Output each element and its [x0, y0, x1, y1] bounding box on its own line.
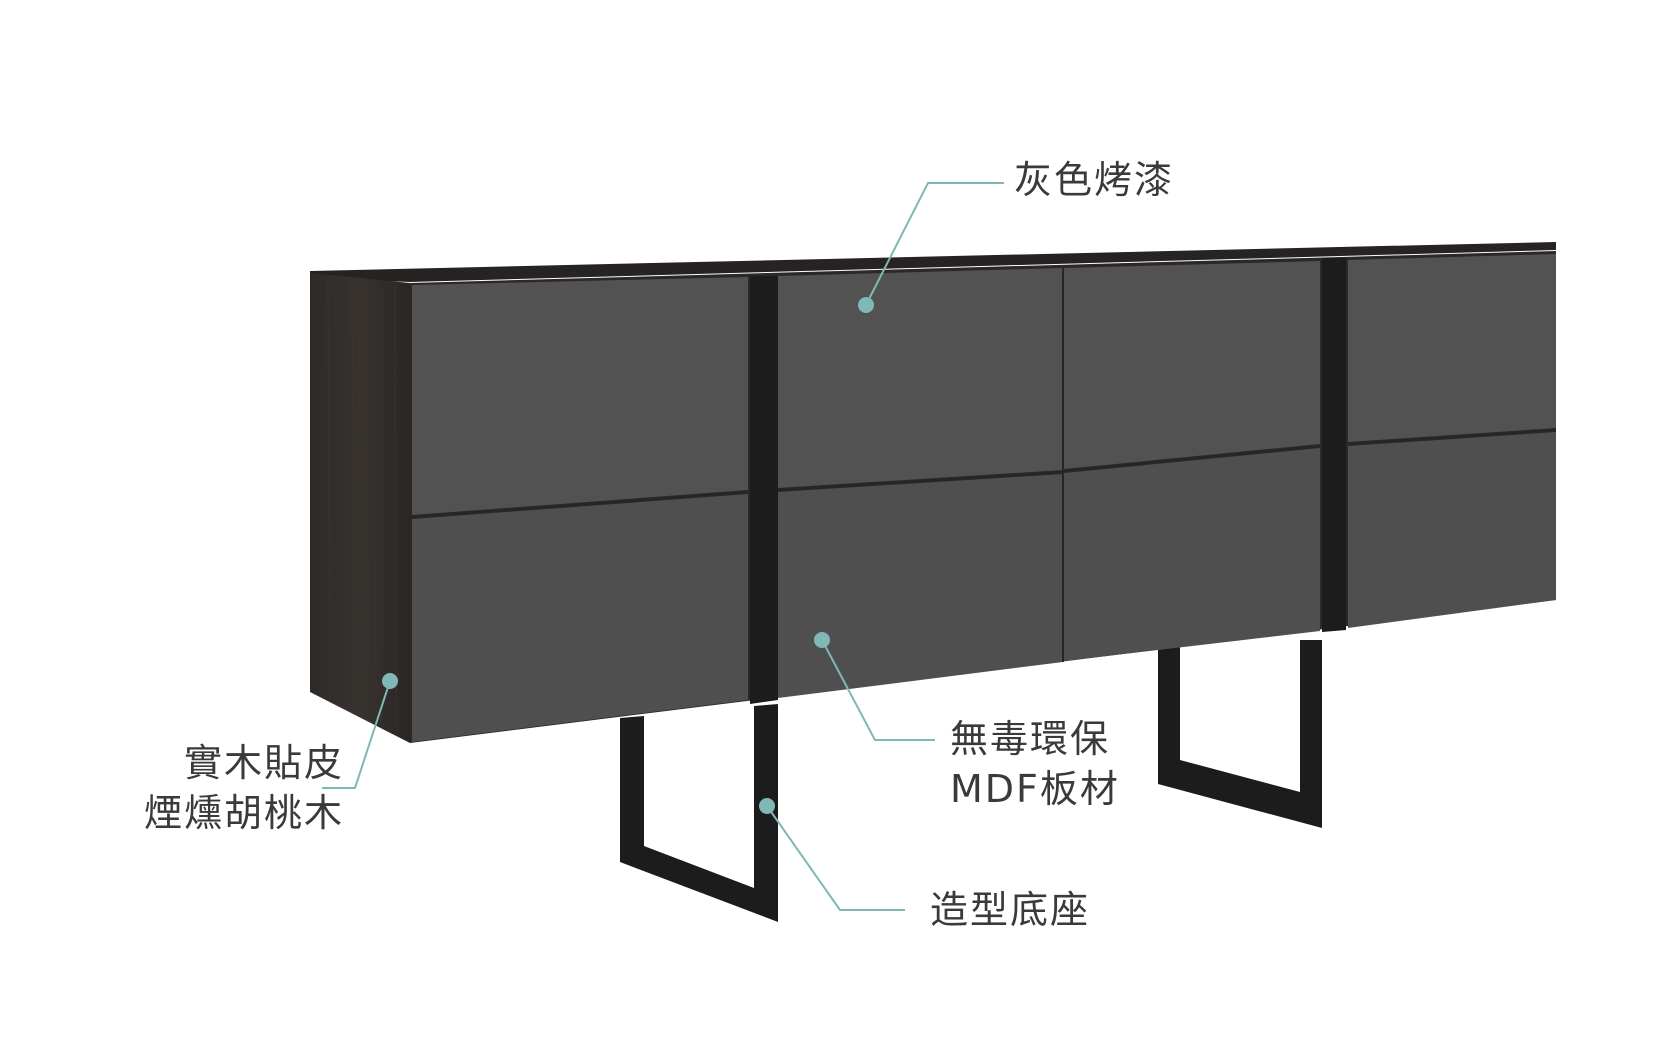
callout-side-veneer-line2: 煙燻胡桃木: [143, 791, 344, 835]
metal-straps: [750, 258, 1346, 704]
callout-side-veneer: 實木貼皮 煙燻胡桃木: [118, 738, 344, 838]
drawer-seams: [411, 268, 1557, 662]
callout-base: 造型底座: [930, 885, 1090, 935]
callout-side-veneer-line1: 實木貼皮: [183, 741, 344, 785]
leader-dots: [382, 297, 874, 814]
cabinet-top: [310, 242, 1556, 282]
drawer-row-upper: [412, 254, 1556, 515]
base-leg-left: [620, 704, 778, 922]
wood-grain: [327, 279, 397, 735]
callout-base-line1: 造型底座: [930, 888, 1091, 932]
leader-lines: [322, 182, 1004, 911]
callout-top-finish: 灰色烤漆: [1014, 155, 1174, 205]
callout-top-finish-line1: 灰色烤漆: [1014, 158, 1175, 202]
base-leg-right: [1158, 640, 1322, 828]
dot-base: [759, 798, 775, 814]
callout-board-material-line1: 無毒環保: [950, 717, 1111, 761]
dot-top-finish: [858, 297, 874, 313]
dot-side-veneer: [382, 673, 398, 689]
callout-board-material-line2: MDF板材: [950, 767, 1120, 811]
drawer-row-lower: [412, 432, 1556, 742]
dot-board-material: [814, 632, 830, 648]
callout-board-material: 無毒環保 MDF板材: [950, 714, 1120, 814]
cabinet-side-veneer: [310, 273, 410, 743]
